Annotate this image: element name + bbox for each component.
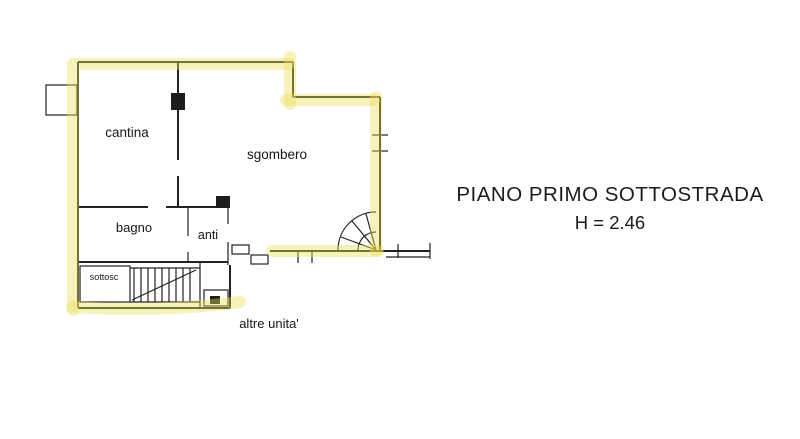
highlight-stroke-bottom [66,296,246,315]
winder-outer-arc [337,211,377,251]
wall-shaft-box [45,84,78,116]
room-label-anti: anti [198,228,218,242]
room-label-sgombero: sgombero [247,147,307,162]
straight-stair [130,267,200,303]
room-labels: cantina sgombero bagno anti sottosc altr… [90,125,307,331]
room-label-altre-unita: altre unita' [239,316,299,331]
plan-height-note: H = 2.46 [575,212,645,233]
winder-tread-line [365,213,377,251]
door-leaf [231,244,250,255]
plan-title: PIANO PRIMO SOTTOSTRADA [456,183,763,206]
stair-door-box [203,289,229,307]
highlight-stroke-left-top [67,58,295,316]
sottoscala-room-outline [79,265,131,303]
winder-tread-line [340,236,377,251]
plan-annotation: PIANO PRIMO SOTTOSTRADA H = 2.46 [456,183,763,233]
room-label-sottosc: sottosc [90,272,119,282]
winder-tread-line [351,220,377,251]
walls [45,61,431,309]
highlighter-marks [66,51,384,316]
stair-stringer-line [131,269,197,301]
stair-door-mark [210,296,220,304]
wall-pillar [216,196,230,208]
door-leaf [250,254,269,265]
room-label-bagno: bagno [116,220,152,235]
wall-pillar [171,93,185,110]
winder-inner-arc [357,231,377,251]
winder-stair [337,211,377,251]
room-label-cantina: cantina [105,125,149,140]
